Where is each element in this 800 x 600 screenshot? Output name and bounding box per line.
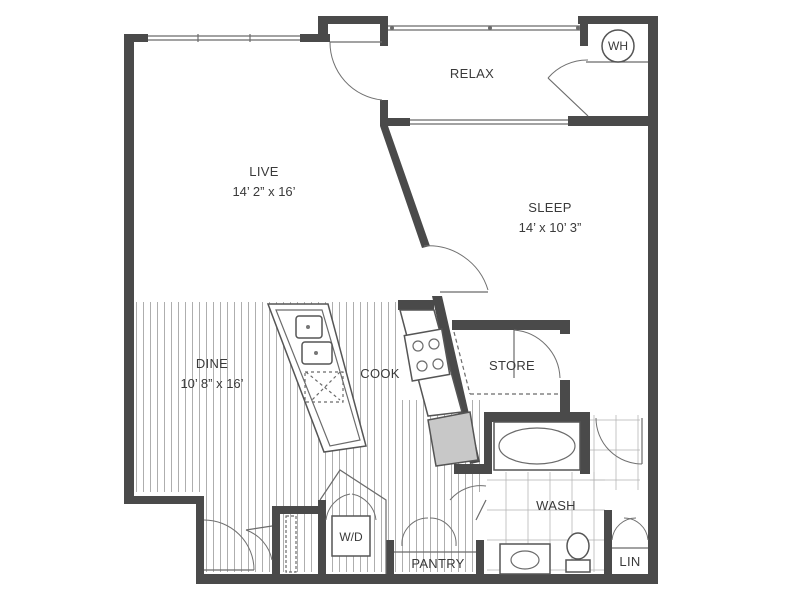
live-sleep-wall	[380, 126, 489, 293]
stove-counter	[399, 309, 479, 467]
live-label: LIVE	[249, 164, 278, 179]
washer-dryer-label: W/D	[339, 530, 363, 544]
bath-fixtures	[499, 532, 591, 575]
relax-label: RELAX	[450, 66, 494, 81]
exterior-walls	[124, 16, 658, 584]
bath-doors	[595, 417, 649, 574]
pantry-label: PANTRY	[411, 556, 464, 571]
kitchen-island	[266, 303, 367, 453]
live-dims: 14’ 2” x 16’	[232, 184, 295, 199]
dine-label: DINE	[196, 356, 228, 371]
dine-dims: 10’ 8” x 16’	[180, 376, 243, 391]
lin-label: LIN	[619, 554, 640, 569]
entry-closet	[203, 506, 320, 574]
store-label: STORE	[489, 358, 535, 373]
relax-partition	[380, 61, 658, 126]
wash-label: WASH	[536, 498, 576, 513]
pantry-closet	[386, 485, 487, 574]
water-heater-label: WH	[608, 39, 628, 53]
bathtub	[493, 421, 581, 471]
room-labels: LIVE 14’ 2” x 16’ RELAX SLEEP 14’ x 10’ …	[180, 66, 640, 571]
store-door	[453, 329, 561, 395]
washer-dryer-closet: W/D	[318, 469, 387, 574]
live-window	[148, 34, 300, 42]
relax-window	[388, 25, 580, 31]
sleep-label: SLEEP	[528, 200, 571, 215]
water-heater: WH	[601, 29, 635, 63]
cook-label: COOK	[360, 366, 400, 381]
sleep-dims: 14’ x 10’ 3”	[519, 220, 582, 235]
relax-doors	[329, 41, 589, 117]
